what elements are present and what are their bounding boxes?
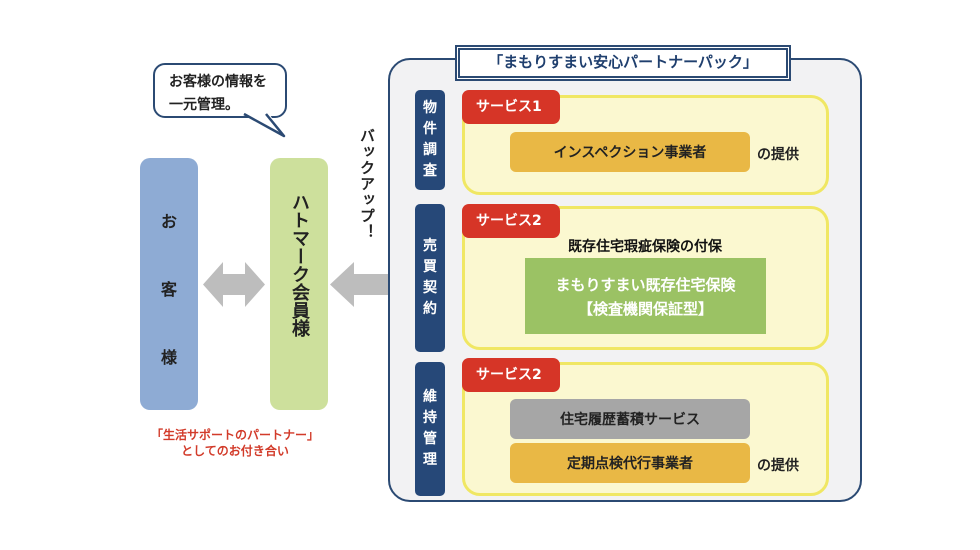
customer-box: お 客 様 — [140, 158, 198, 410]
phase-char: 維 — [423, 389, 437, 405]
left-arrow-icon — [330, 262, 388, 307]
phase-char: 持 — [423, 410, 437, 426]
housing-history-box: 住宅履歴蓄積サービス — [510, 399, 750, 439]
phase-label-inspection: 物 件 調 査 — [415, 90, 445, 190]
phase-char: 約 — [423, 301, 437, 317]
bubble-line-1: お客様の情報を — [169, 74, 267, 90]
phase-char: 契 — [423, 280, 437, 296]
member-label: ハトマーク会員様 — [289, 193, 310, 337]
service-tag: サービス2 — [462, 358, 560, 392]
insurance-box-line-1: まもりすまい既存住宅保険 — [555, 276, 736, 294]
insurance-box: まもりすまい既存住宅保険 【検査機関保証型】 — [525, 258, 766, 334]
backup-label: バックアップ！ — [358, 128, 376, 240]
package-title: 「まもりすまい安心パートナーパック」 — [455, 45, 791, 81]
inspection-provider-box: インスペクション事業者 — [510, 132, 750, 172]
member-box: ハトマーク会員様 — [270, 158, 328, 410]
insurance-heading: 既存住宅瑕疵保険の付保 — [568, 239, 722, 255]
phase-char: 件 — [423, 121, 437, 137]
phase-char: 調 — [423, 142, 437, 158]
bubble-line-2: 一元管理。 — [169, 97, 239, 113]
phase-label-maintenance: 維 持 管 理 — [415, 362, 445, 496]
provide-suffix: の提供 — [757, 147, 799, 163]
customer-char: 客 — [160, 280, 177, 299]
provide-suffix: の提供 — [757, 458, 799, 474]
partner-caption-line-2: としてのお付き合い — [181, 444, 289, 458]
service-tag: サービス2 — [462, 204, 560, 238]
customer-char: お — [160, 212, 177, 231]
speech-bubble: お客様の情報を 一元管理。 — [153, 63, 287, 118]
partner-caption-line-1: 「生活サポートのパートナー」 — [150, 428, 319, 442]
partner-caption: 「生活サポートのパートナー」 としてのお付き合い — [120, 427, 350, 459]
phase-label-contract: 売 買 契 約 — [415, 204, 445, 352]
inspection-agent-box: 定期点検代行事業者 — [510, 443, 750, 483]
phase-char: 査 — [423, 163, 437, 179]
customer-char: 様 — [160, 348, 177, 367]
bubble-tail — [240, 112, 286, 138]
phase-char: 買 — [423, 259, 437, 275]
phase-char: 管 — [423, 431, 437, 447]
phase-char: 理 — [423, 452, 437, 468]
phase-char: 売 — [423, 238, 437, 254]
insurance-box-line-2: 【検査機関保証型】 — [577, 300, 713, 318]
service-tag: サービス1 — [462, 90, 560, 124]
phase-char: 物 — [423, 100, 437, 116]
double-arrow-icon — [203, 262, 265, 307]
